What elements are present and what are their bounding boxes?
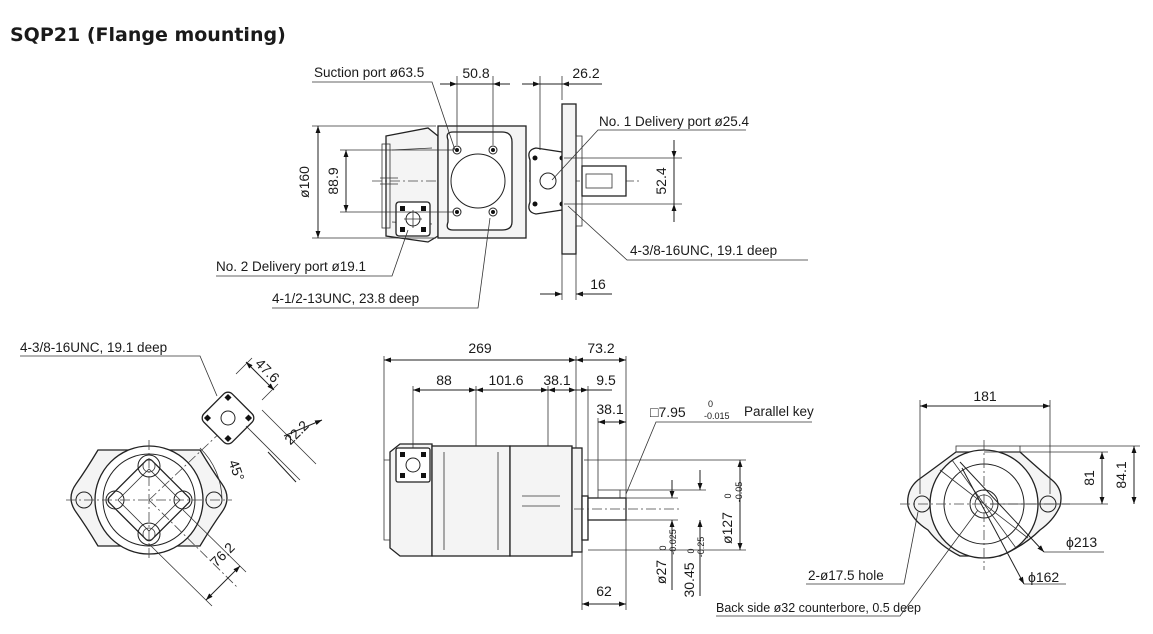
dim-key-height-tol-upper: 0 xyxy=(686,548,696,553)
label-tapped-holes-flange: 4-3/8-16UNC, 19.1 deep xyxy=(630,243,777,258)
top-view-shaft xyxy=(581,165,627,197)
label-parallel-key: Parallel key xyxy=(744,404,814,419)
dim-76-2: 76.2 xyxy=(207,539,238,570)
dim-diameter-160: ø160 xyxy=(296,166,312,198)
dim-162: ϕ162 xyxy=(1028,569,1059,585)
dim-22-2: 22.2 xyxy=(281,417,312,448)
dim-81: 81 xyxy=(1081,470,1097,486)
dim-84-1: 84.1 xyxy=(1113,461,1129,488)
dim-key-height-tol-lower: -0.25 xyxy=(696,537,706,558)
dim-pilot-tol-upper: 0 xyxy=(723,493,733,498)
dim-88: 88 xyxy=(436,372,452,388)
front-view-front-housing xyxy=(509,445,573,557)
drawing-title: SQP21 (Flange mounting) xyxy=(10,24,286,46)
dim-38-1-a: 38.1 xyxy=(543,372,570,388)
dim-269: 269 xyxy=(468,340,492,356)
label-tapped-holes-suction: 4-1/2-13UNC, 23.8 deep xyxy=(272,291,419,306)
angle-45: 45° xyxy=(226,458,248,483)
dim-pilot-diameter: ø127 xyxy=(719,512,735,544)
dim-88-9: 88.9 xyxy=(325,167,341,194)
dim-16: 16 xyxy=(590,276,606,292)
label-key-tol-upper: 0 xyxy=(708,399,713,409)
label-suction-port: Suction port ø63.5 xyxy=(314,65,424,80)
front-view: 269 73.2 88 101.6 38.1 9.5 38.1 □7.95 0 … xyxy=(383,340,814,610)
dim-50-8: 50.8 xyxy=(462,65,489,81)
dim-shaft-diameter: ø27 xyxy=(653,560,669,584)
right-view: 181 81 84.1 ϕ213 ϕ162 2-ø17.5 hole Back … xyxy=(716,388,1140,617)
top-view: ø160 88.9 50.8 26.2 52.4 16 Suction port… xyxy=(216,65,808,309)
dim-38-1-b: 38.1 xyxy=(596,401,623,417)
front-view-housing xyxy=(431,445,511,557)
label-key-tol-lower: -0.015 xyxy=(704,411,730,421)
dim-pilot-tol-lower: -0.05 xyxy=(734,482,744,503)
label-mounting-holes: 2-ø17.5 hole xyxy=(808,568,884,583)
label-counterbore: Back side ø32 counterbore, 0.5 deep xyxy=(716,601,921,615)
label-delivery-port-1: No. 1 Delivery port ø25.4 xyxy=(599,114,750,129)
dim-9-5: 9.5 xyxy=(596,372,616,388)
top-view-suction-flange xyxy=(446,131,513,231)
dim-213: ϕ213 xyxy=(1066,534,1097,550)
label-delivery-port-2: No. 2 Delivery port ø19.1 xyxy=(216,259,366,274)
dim-key-height: 30.45 xyxy=(681,562,697,597)
dim-101-6: 101.6 xyxy=(488,372,523,388)
left-view-port-flange xyxy=(201,391,255,445)
dim-73-2: 73.2 xyxy=(587,340,614,356)
dim-shaft-tol-upper: 0 xyxy=(658,545,668,550)
label-key-size: □7.95 xyxy=(650,404,686,420)
dim-47-6: 47.6 xyxy=(252,355,283,386)
dim-26-2: 26.2 xyxy=(572,65,599,81)
dim-52-4: 52.4 xyxy=(653,167,669,194)
label-left-view-tapped-holes: 4-3/8-16UNC, 19.1 deep xyxy=(20,340,167,355)
front-view-mounting-flange xyxy=(571,447,583,553)
top-view-delivery-port-2 xyxy=(395,201,431,237)
dim-181: 181 xyxy=(973,388,997,404)
top-view-mounting-flange xyxy=(561,103,577,255)
dim-shaft-tol-lower: -0.025 xyxy=(668,529,678,555)
dim-62: 62 xyxy=(596,583,612,599)
left-view: 47.6 22.2 45° 76.2 4-3/8-16UNC, 19.1 dee… xyxy=(20,340,323,607)
